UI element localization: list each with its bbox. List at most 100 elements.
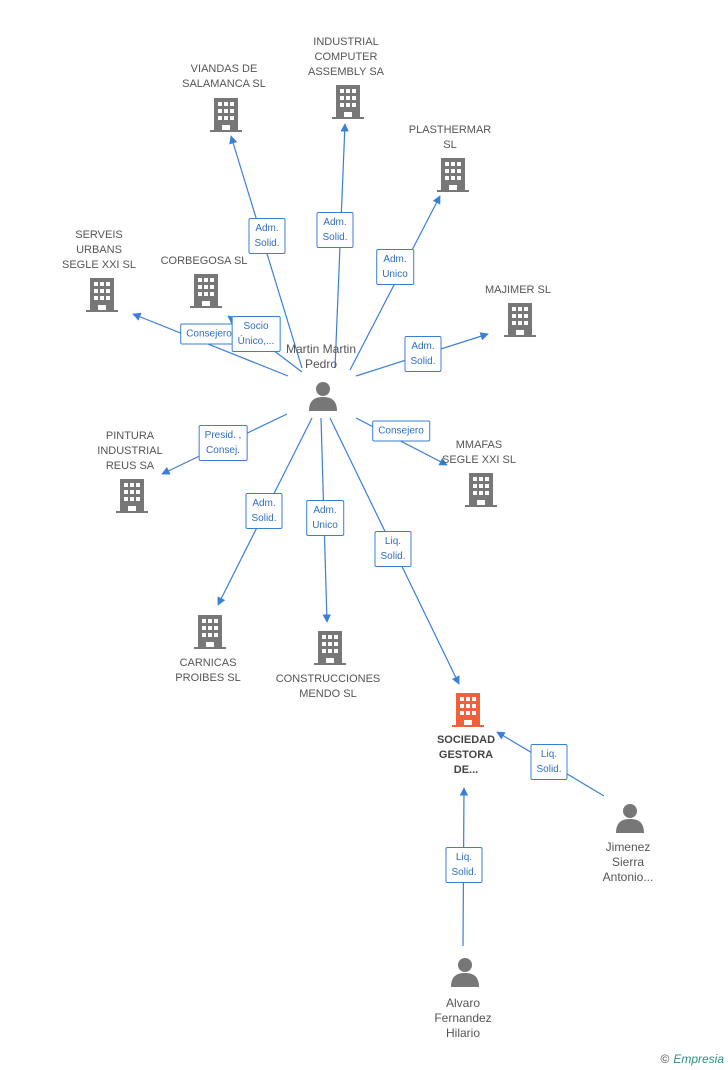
node-label-line: VIANDAS DE — [190, 63, 258, 75]
edge-label-martin-majimer[interactable]: Adm.Solid. — [404, 336, 442, 372]
building-icon-pintura[interactable] — [116, 479, 148, 513]
edge-label-martin-viandas[interactable]: Adm. Solid. — [248, 218, 286, 254]
edge-label-line: Adm. — [313, 505, 337, 516]
edge-label-line: Adm. — [383, 254, 407, 265]
edge-label-line: Solid. — [251, 513, 277, 524]
edge-label-line: Solid. — [322, 232, 348, 243]
building-icon-viandas[interactable] — [210, 98, 242, 132]
node-label-line: Antonio... — [602, 870, 654, 884]
edge-label-line: Adm. — [323, 217, 347, 228]
person-icon-martin[interactable] — [309, 382, 337, 411]
edge-label-line: Solid. — [536, 764, 562, 775]
node-label-line: GESTORA — [438, 749, 494, 761]
edge-label-line: Adm. — [252, 498, 276, 509]
edge-label-martin-plasthermar[interactable]: Adm. Unico — [376, 249, 414, 285]
node-label-line: PROIBES SL — [175, 672, 241, 684]
edge-label-line: Liq. — [455, 852, 473, 863]
edge-label-line: Liq. — [540, 749, 558, 760]
node-label-line: CARNICAS — [179, 657, 237, 669]
node-label-carnicas[interactable]: CARNICAS PROIBES SL — [175, 656, 240, 686]
node-label-line: Jimenez — [605, 840, 651, 854]
edge-label-line: Único,... — [237, 336, 275, 347]
credit: ©Empresia — [660, 1052, 724, 1066]
edge-label-line: Consejero — [186, 328, 232, 340]
building-icon-mmafas[interactable] — [465, 473, 497, 507]
edge-label-line: Liq. — [384, 536, 402, 547]
edge-label-line: Socio — [243, 321, 269, 332]
node-label-line: COMPUTER — [314, 51, 378, 63]
building-icon-plasthermar[interactable] — [437, 158, 469, 192]
node-label-viandas[interactable]: VIANDAS DE SALAMANCA SL — [182, 62, 266, 92]
edge-martin-serveis — [132, 312, 289, 377]
node-label-line: Martin Martin — [285, 342, 357, 356]
person-icon-jimenez[interactable] — [616, 804, 644, 833]
edge-label-martin-sociedad[interactable]: Liq. Solid. — [374, 531, 412, 567]
node-label-line: MMAFAS — [455, 439, 503, 451]
building-icon-sociedad[interactable] — [452, 693, 484, 727]
node-label-line: Pedro — [304, 357, 338, 371]
edge-label-martin-serveis[interactable]: Consejero — [180, 323, 238, 345]
node-label-sociedad[interactable]: SOCIEDAD GESTORA DE... — [437, 733, 495, 778]
edge-martin-mmafas — [355, 417, 448, 466]
node-label-line: SALAMANCA SL — [182, 78, 266, 90]
node-label-line: Fernandez — [434, 1011, 492, 1025]
edge-label-line: Solid. — [451, 867, 477, 878]
node-label-corbegosa[interactable]: CORBEGOSA SL — [161, 254, 248, 269]
edge-label-line: Unico — [312, 520, 338, 531]
edge-label-martin-pintura[interactable]: Presid. , Consej. — [198, 425, 248, 461]
node-label-line: INDUSTRIAL — [97, 445, 163, 457]
node-label-construcciones[interactable]: CONSTRUCCIONES MENDO SL — [276, 672, 381, 702]
node-label-line: URBANS — [76, 244, 122, 256]
node-label-line: INDUSTRIAL — [313, 36, 379, 48]
edge-label-jimenez-sociedad[interactable]: Liq. Solid. — [530, 744, 568, 780]
edge-label-line: Solid. — [410, 356, 436, 367]
building-icon-corbegosa[interactable] — [190, 274, 222, 308]
building-icon-serveis[interactable] — [86, 278, 118, 312]
node-label-line: Sierra — [611, 855, 645, 869]
node-label-line: PLASTHERMAR — [408, 124, 492, 136]
edge-label-martin-mmafas[interactable]: Consejero — [372, 420, 430, 442]
brand-name: Empresia — [673, 1052, 724, 1066]
edge-label-alvaro-sociedad[interactable]: Liq. Solid. — [445, 847, 483, 883]
edge-label-martin-construcciones[interactable]: Adm. Unico — [306, 500, 344, 536]
edge-label-line: Consej. — [206, 445, 240, 456]
node-label-plasthermar[interactable]: PLASTHERMAR SL — [409, 123, 492, 153]
node-label-line: REUS SA — [105, 460, 155, 472]
node-label-line: Hilario — [445, 1026, 480, 1040]
node-label-line: MAJIMER SL — [484, 284, 552, 296]
node-label-line: CORBEGOSA SL — [160, 255, 248, 267]
node-label-line: SL — [443, 139, 457, 151]
node-label-line: DE... — [453, 764, 479, 776]
edge-label-line: Consejero — [378, 425, 424, 437]
edge-label-line: Unico — [382, 269, 408, 280]
node-label-line: SOCIEDAD — [436, 734, 496, 746]
building-icon-majimer[interactable] — [504, 303, 536, 337]
edge-label-line: Solid. — [380, 551, 406, 562]
building-icon-ica[interactable] — [332, 85, 364, 119]
edge-label-martin-carnicas[interactable]: Adm. Solid. — [245, 493, 283, 529]
node-label-line: PINTURA — [105, 430, 155, 442]
node-label-mmafas[interactable]: MMAFAS SEGLE XXI SL — [442, 438, 516, 468]
node-label-line: Alvaro — [445, 996, 480, 1010]
node-label-line: MENDO SL — [299, 688, 357, 700]
building-icon-carnicas[interactable] — [194, 615, 226, 649]
node-label-line: SEGLE XXI SL — [442, 454, 516, 466]
edge-label-line: Solid. — [254, 238, 280, 249]
node-label-line: CONSTRUCCIONES — [275, 673, 381, 685]
person-icon-alvaro[interactable] — [451, 958, 479, 987]
node-label-pintura[interactable]: PINTURA INDUSTRIAL REUS SA — [97, 429, 162, 474]
copyright-icon: © — [660, 1052, 670, 1066]
node-label-majimer[interactable]: MAJIMER SL — [485, 283, 551, 298]
node-label-line: SEGLE XXI SL — [62, 259, 136, 271]
edge-label-line: Adm. — [255, 223, 279, 234]
edge-label-martin-ica[interactable]: Adm. Solid. — [316, 212, 354, 248]
edge-label-line: Presid. , — [204, 430, 242, 441]
building-icon-construcciones[interactable] — [314, 631, 346, 665]
